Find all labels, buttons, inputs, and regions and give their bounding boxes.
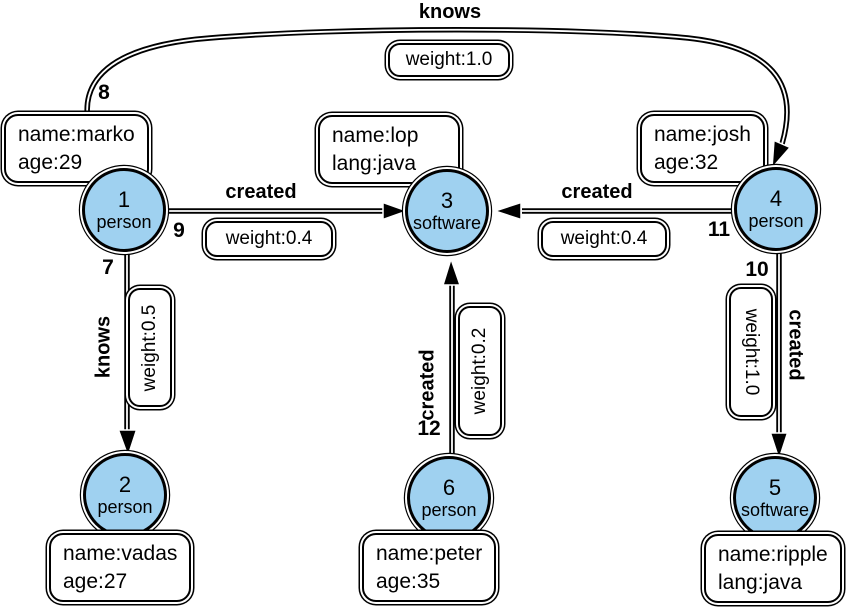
edge-label-knows-top: knows: [418, 1, 482, 23]
weight-box-knows-1-2: weight:0.5: [128, 288, 172, 407]
prop-line: name:ripple: [718, 543, 828, 566]
edge-label-created-1-3: created: [225, 181, 297, 203]
node-id: 6: [442, 475, 456, 500]
arrowhead-created-into-3-left: [382, 201, 410, 221]
weight-box-created-4-3: weight:0.4: [541, 221, 667, 257]
edge-id-11: 11: [707, 218, 731, 241]
weight-value: weight:0.4: [225, 228, 313, 249]
prop-line: age:27: [63, 569, 128, 593]
weight-box-created-4-5: weight:1.0: [729, 287, 773, 417]
node-type: person: [748, 211, 804, 232]
prop-line: name:peter: [376, 542, 483, 565]
edge-label-knows-1-2: knows: [92, 315, 115, 379]
prop-line: name:vadas: [63, 542, 178, 565]
weight-box-created-1-3: weight:0.4: [205, 221, 333, 257]
node-2-vadas: 2 person: [83, 453, 167, 537]
prop-line: age:35: [376, 569, 441, 593]
props-box-vadas: name:vadas age:27: [49, 533, 192, 603]
node-6-peter: 6 person: [407, 456, 491, 540]
edge-id-10: 10: [745, 258, 769, 281]
node-3-lop: 3 software: [405, 169, 489, 253]
edge-id-7: 7: [102, 256, 114, 279]
edge-label-created-6-3: created: [416, 349, 439, 421]
node-type: person: [97, 497, 153, 518]
prop-line: age:32: [654, 150, 719, 174]
prop-line: name:lop: [332, 124, 419, 147]
weight-box-knows-1-4: weight:1.0: [388, 43, 510, 77]
node-type: person: [421, 500, 477, 521]
node-id: 3: [440, 188, 454, 213]
weight-value: weight:1.0: [741, 308, 762, 396]
node-4-josh: 4 person: [734, 167, 818, 251]
props-box-ripple: name:ripple lang:java: [704, 534, 842, 604]
prop-line: age:29: [18, 150, 83, 174]
node-id: 4: [769, 186, 783, 211]
node-id: 2: [118, 472, 132, 497]
prop-line: name:josh: [654, 123, 751, 146]
prop-line: lang:java: [718, 570, 803, 594]
edge-id-8: 8: [98, 81, 110, 104]
edge-label-created-4-5: created: [784, 309, 807, 381]
weight-value: weight:0.4: [560, 228, 648, 249]
edge-id-9: 9: [173, 219, 185, 242]
weight-value: weight:0.5: [139, 304, 160, 391]
arrowhead-created-into-3-bottom: [441, 256, 462, 286]
arrowhead-knows-into-4: [771, 139, 792, 171]
edge-label-created-4-3: created: [561, 181, 633, 203]
node-type: person: [96, 212, 152, 233]
edge-id-12: 12: [417, 417, 441, 440]
weight-value: weight:0.2: [469, 327, 490, 415]
node-type: software: [740, 500, 810, 521]
node-id: 5: [768, 475, 782, 500]
arrowhead-created-into-3-right: [492, 201, 522, 221]
node-1-marko: 1 person: [82, 168, 166, 252]
node-type: software: [412, 213, 482, 234]
weight-box-created-6-3: weight:0.2: [458, 306, 502, 436]
props-box-peter: name:peter age:35: [362, 533, 497, 603]
node-id: 1: [117, 187, 131, 212]
prop-line: name:marko: [18, 123, 135, 146]
node-5-ripple: 5 software: [733, 456, 817, 540]
weight-value: weight:1.0: [405, 49, 493, 70]
props-box-josh: name:josh age:32: [640, 114, 765, 184]
